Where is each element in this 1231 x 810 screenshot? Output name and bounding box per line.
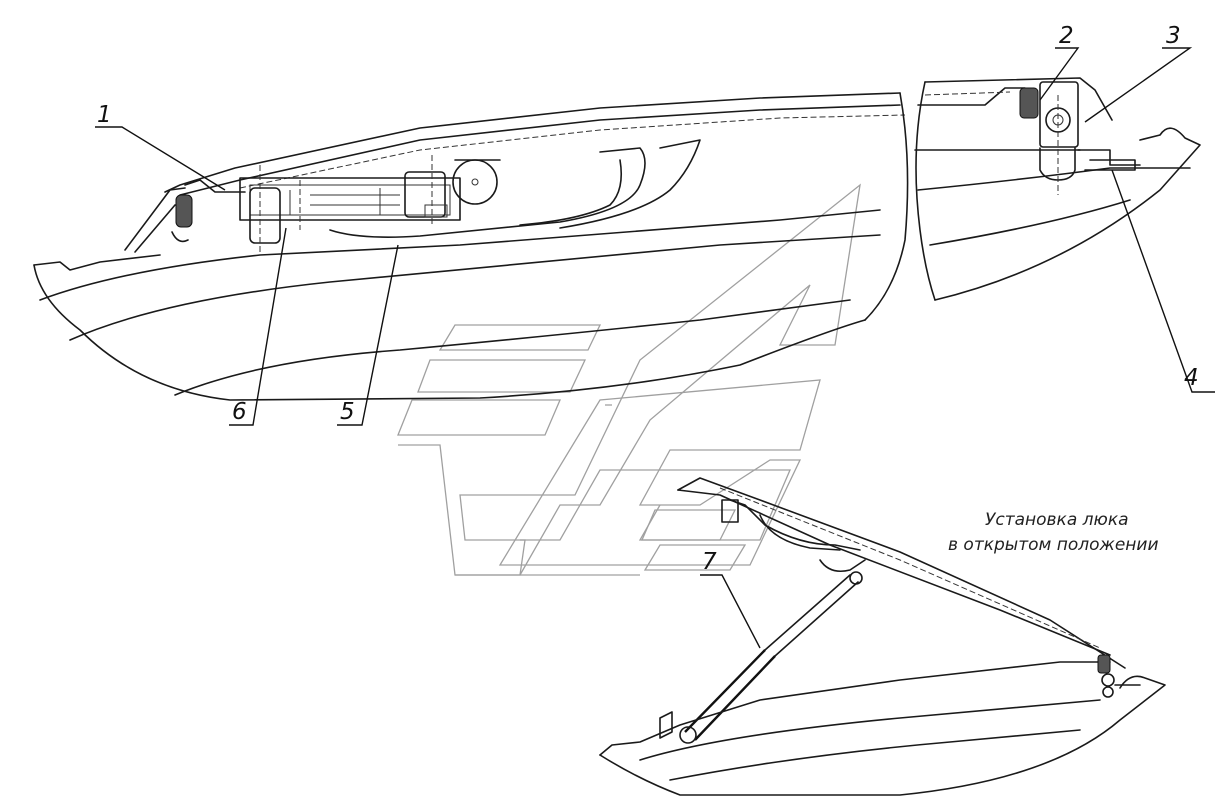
watermark-logo bbox=[397, 183, 861, 576]
callout-4: 4 bbox=[1111, 169, 1215, 393]
callout-4-label: 4 bbox=[1184, 365, 1199, 391]
caption-line-2: в открытом положении bbox=[948, 535, 1159, 555]
callout-5: 5 bbox=[337, 244, 399, 426]
callout-3-label: 3 bbox=[1166, 23, 1181, 49]
callout-2-label: 2 bbox=[1059, 23, 1074, 49]
callout-6-label: 6 bbox=[232, 399, 247, 425]
callout-7: 7 bbox=[700, 549, 761, 649]
hatch-open-view bbox=[599, 477, 1166, 796]
callout-1-label: 1 bbox=[97, 102, 112, 128]
callout-1: 1 bbox=[95, 102, 226, 191]
callout-7-label: 7 bbox=[702, 549, 717, 575]
callout-2: 2 bbox=[1039, 23, 1080, 101]
caption: Установка люка в открытом положении bbox=[948, 510, 1159, 555]
hinge-detail bbox=[914, 77, 1201, 301]
callout-6: 6 bbox=[229, 227, 287, 426]
callout-5-label: 5 bbox=[340, 399, 355, 425]
hatch-section-closed bbox=[33, 92, 909, 401]
caption-line-1: Установка люка bbox=[985, 510, 1129, 530]
callout-3: 3 bbox=[1084, 23, 1193, 123]
